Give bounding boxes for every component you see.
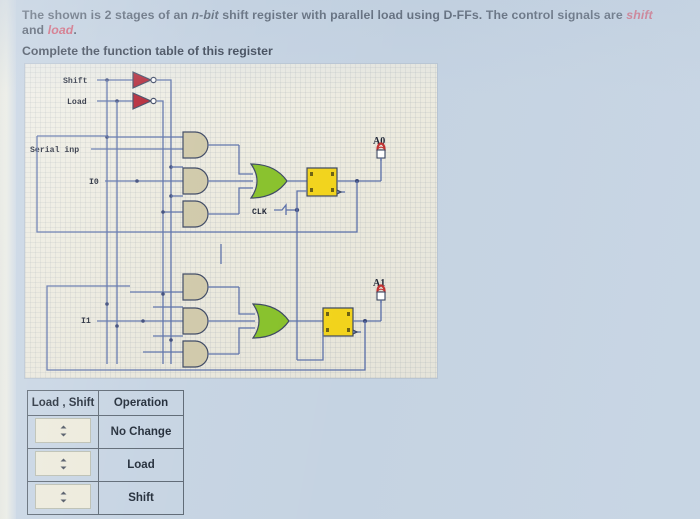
question-conjunction: and: [22, 23, 48, 37]
d-flip-flop-stage0: [306, 167, 381, 197]
question-emphasis-nbit: n-bit: [191, 8, 219, 22]
clk-net-stage0: [274, 190, 307, 360]
table-row: No Change: [27, 415, 184, 449]
signal-name-load: load: [47, 23, 74, 37]
circuit-diagram-panel: .w{stroke:#5a6fa8;stroke-width:1.3;fill:…: [25, 64, 437, 378]
or-gate-stage0: [249, 163, 307, 199]
operation-cell: No Change: [98, 415, 184, 449]
led-output-a1: [376, 284, 386, 321]
load-shift-cell: [27, 481, 99, 515]
stage1-input-wires: [97, 291, 183, 353]
and-gate-stage0-shift: [182, 200, 239, 228]
stage1-or-input-wires: [238, 287, 255, 354]
and-gate-stage1-hold: [182, 273, 239, 301]
load-shift-cell: [27, 415, 99, 449]
and-gate-stage0-load: [182, 167, 239, 195]
load-shift-select-1[interactable]: [35, 451, 91, 476]
column-header-operation: Operation: [98, 390, 184, 416]
label-load: Load: [67, 97, 87, 107]
label-i0: I0: [89, 178, 99, 187]
table-header-row: Load , Shift Operation: [27, 390, 184, 416]
and-gate-stage1-shift: [182, 340, 239, 368]
shift-register-schematic: .w{stroke:#5a6fa8;stroke-width:1.3;fill:…: [30, 71, 386, 371]
question-statement: The shown is 2 stages of an n-bit shift …: [22, 8, 677, 38]
and-gate-stage1-load: [182, 307, 239, 335]
question-text-part1: The shown is 2 stages of an: [22, 8, 192, 22]
question-text-part2: shift register with parallel load using …: [218, 8, 627, 22]
operation-cell: Load: [98, 448, 184, 482]
chevron-updown-icon: [60, 425, 67, 436]
load-shift-select-0[interactable]: [35, 418, 91, 443]
question-instruction: Complete the function table of this regi…: [22, 44, 273, 58]
label-clk: CLK: [252, 208, 267, 217]
operation-cell: Shift: [98, 481, 184, 515]
d-flip-flop-stage1: [297, 307, 381, 361]
stage0-input-wires: [91, 135, 183, 214]
load-shift-select-2[interactable]: [35, 484, 91, 509]
and-gate-stage0-hold: [182, 131, 239, 159]
stage0-or-input-wires: [238, 145, 253, 214]
signal-name-shift: shift: [626, 8, 653, 22]
led-output-a0: [376, 142, 386, 181]
label-shift: Shift: [63, 76, 88, 86]
question-text-period: .: [73, 23, 77, 37]
table-row: Shift: [27, 481, 184, 515]
inverter-shift: [132, 71, 157, 89]
column-header-load-shift: Load , Shift: [27, 390, 99, 416]
load-shift-cell: [27, 448, 99, 482]
page-left-edge: [0, 0, 16, 519]
chevron-updown-icon: [60, 458, 67, 469]
table-row: Load: [27, 448, 184, 482]
function-table: Load , Shift Operation No Change Load: [27, 390, 184, 515]
or-gate-stage1: [251, 303, 323, 339]
chevron-updown-icon: [60, 491, 67, 502]
inverter-load: [132, 92, 157, 110]
label-i1: I1: [81, 317, 91, 326]
